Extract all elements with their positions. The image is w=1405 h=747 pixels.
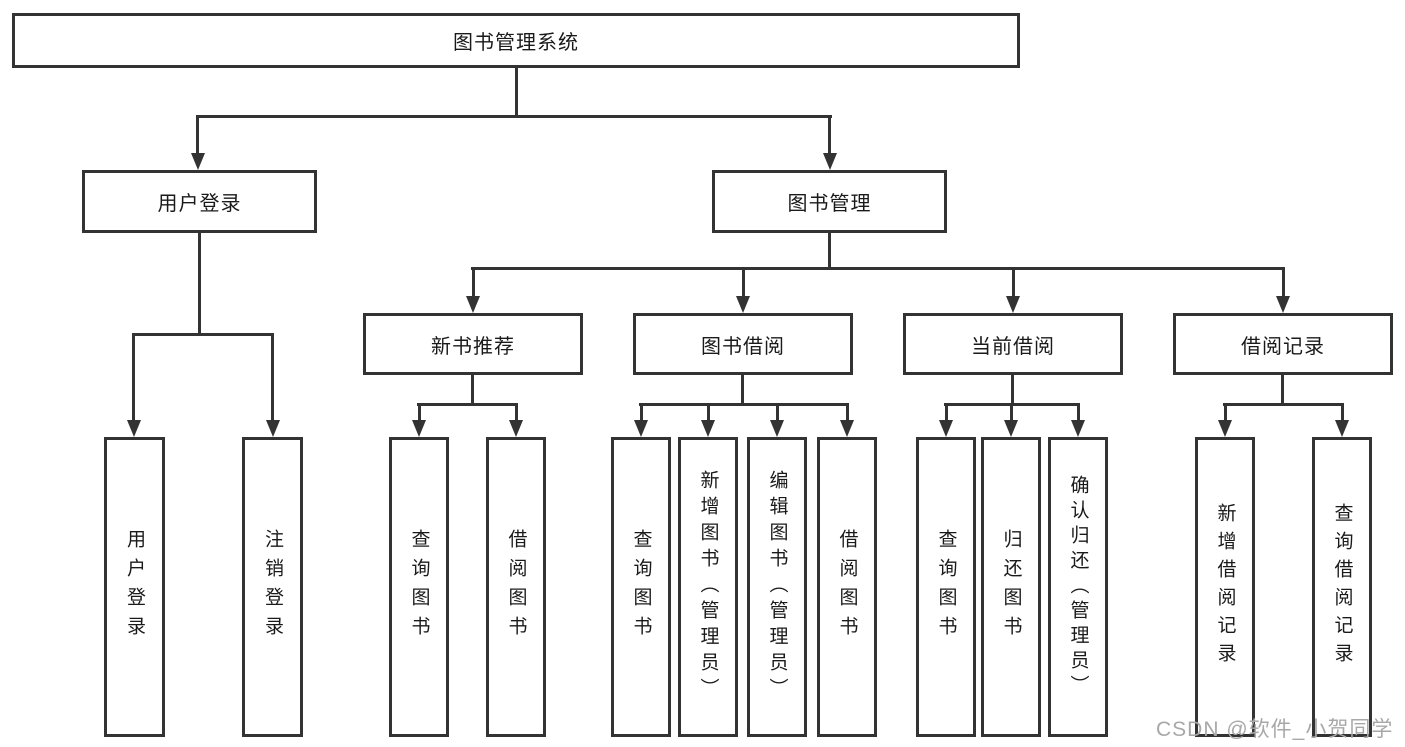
arrow-down-icon: [1006, 296, 1020, 313]
connector-root-stem: [515, 68, 518, 118]
arrow-down-icon: [1071, 420, 1085, 437]
leaf-query-books-current-label: 查询图书: [935, 529, 957, 645]
arrow-down-icon: [736, 296, 750, 313]
leaf-logout: 注销登录: [242, 437, 303, 737]
leaf-borrow-books-recommend-label: 借阅图书: [505, 529, 527, 645]
connector-root-bar: [196, 115, 832, 118]
leaf-query-borrow-record: 查询借阅记录: [1312, 437, 1372, 737]
arrow-down-icon: [191, 153, 205, 170]
leaf-query-books-recommend: 查询图书: [389, 437, 449, 737]
connector-borrow-drop-3: [776, 403, 779, 422]
node-root-system: 图书管理系统: [12, 13, 1020, 68]
connector-current-drop-3: [1077, 403, 1080, 422]
leaf-add-borrow-record: 新增借阅记录: [1195, 437, 1255, 737]
arrow-down-icon: [1335, 420, 1349, 437]
connector-borrow-drop-1: [640, 403, 643, 422]
node-book-management: 图书管理: [712, 170, 947, 233]
connector-mgmt-stem: [828, 233, 831, 270]
connector-borrow-stem: [741, 375, 744, 406]
connector-borrow-drop-2: [707, 403, 710, 422]
node-user-login: 用户登录: [82, 170, 317, 233]
connector-mgmt-drop-1: [472, 267, 475, 297]
node-borrow-records-label: 借阅记录: [1241, 335, 1325, 358]
connector-login-bar: [132, 333, 274, 336]
connector-root-drop-right: [828, 115, 831, 155]
leaf-edit-book-admin-label: 编辑图书（管理员）: [766, 470, 788, 704]
leaf-add-book-admin-label: 新增图书（管理员）: [697, 470, 719, 704]
connector-records-bar: [1223, 403, 1344, 406]
arrow-down-icon: [823, 153, 837, 170]
arrow-down-icon: [634, 420, 648, 437]
leaf-add-book-admin: 新增图书（管理员）: [678, 437, 738, 737]
node-borrow-records: 借阅记录: [1173, 313, 1393, 375]
arrow-down-icon: [840, 420, 854, 437]
leaf-edit-book-admin: 编辑图书（管理员）: [747, 437, 807, 737]
arrow-down-icon: [509, 420, 523, 437]
leaf-query-borrow-record-label: 查询借阅记录: [1331, 503, 1353, 671]
leaf-confirm-return-admin-label: 确认归还（管理员）: [1067, 474, 1089, 700]
connector-mgmt-bar: [471, 267, 1285, 270]
connector-login-stem: [198, 233, 201, 336]
node-book-management-label: 图书管理: [787, 193, 872, 215]
leaf-logout-label: 注销登录: [262, 529, 283, 645]
leaf-query-books-current: 查询图书: [916, 437, 976, 737]
node-book-borrow-label: 图书借阅: [701, 335, 785, 358]
node-root-label: 图书管理系统: [453, 32, 579, 54]
connector-mgmt-drop-4: [1282, 267, 1285, 297]
leaf-return-book: 归还图书: [981, 437, 1041, 737]
connector-borrow-drop-4: [846, 403, 849, 422]
leaf-query-books-borrow: 查询图书: [611, 437, 671, 737]
node-new-book-recommend: 新书推荐: [363, 313, 583, 375]
node-user-login-label: 用户登录: [157, 193, 242, 215]
node-current-borrow-label: 当前借阅: [971, 335, 1055, 358]
node-current-borrow: 当前借阅: [903, 313, 1123, 375]
arrow-down-icon: [1004, 420, 1018, 437]
connector-records-drop-1: [1224, 403, 1227, 422]
connector-records-drop-2: [1341, 403, 1344, 422]
leaf-confirm-return-admin: 确认归还（管理员）: [1048, 437, 1108, 737]
leaf-user-login: 用户登录: [104, 437, 165, 737]
connector-login-drop-1: [132, 333, 135, 421]
connector-current-drop-1: [945, 403, 948, 422]
connector-recommend-drop-2: [515, 403, 518, 422]
connector-current-drop-2: [1010, 403, 1013, 422]
connector-login-drop-2: [271, 333, 274, 421]
connector-recommend-drop-1: [418, 403, 421, 422]
leaf-return-book-label: 归还图书: [1000, 529, 1022, 645]
connector-mgmt-drop-3: [1012, 267, 1015, 297]
arrow-down-icon: [266, 420, 280, 437]
arrow-down-icon: [466, 296, 480, 313]
leaf-query-books-recommend-label: 查询图书: [408, 529, 430, 645]
arrow-down-icon: [127, 420, 141, 437]
arrow-down-icon: [701, 420, 715, 437]
connector-recommend-bar: [417, 403, 518, 406]
connector-mgmt-drop-2: [742, 267, 745, 297]
leaf-borrow-books-recommend: 借阅图书: [486, 437, 546, 737]
arrow-down-icon: [1218, 420, 1232, 437]
arrow-down-icon: [770, 420, 784, 437]
connector-records-stem: [1281, 375, 1284, 406]
arrow-down-icon: [939, 420, 953, 437]
leaf-query-books-borrow-label: 查询图书: [630, 529, 652, 645]
arrow-down-icon: [1276, 296, 1290, 313]
node-book-borrow: 图书借阅: [633, 313, 853, 375]
connector-root-drop-left: [196, 115, 199, 155]
connector-recommend-stem: [471, 375, 474, 406]
csdn-watermark: CSDN @软件_小贺同学: [1156, 718, 1394, 741]
leaf-add-borrow-record-label: 新增借阅记录: [1214, 503, 1236, 671]
connector-borrow-bar: [639, 403, 849, 406]
arrow-down-icon: [412, 420, 426, 437]
leaf-user-login-label: 用户登录: [124, 529, 145, 645]
leaf-borrow-books-borrow: 借阅图书: [817, 437, 877, 737]
leaf-borrow-books-borrow-label: 借阅图书: [836, 529, 858, 645]
connector-current-stem: [1011, 375, 1014, 406]
node-new-book-recommend-label: 新书推荐: [431, 335, 515, 358]
